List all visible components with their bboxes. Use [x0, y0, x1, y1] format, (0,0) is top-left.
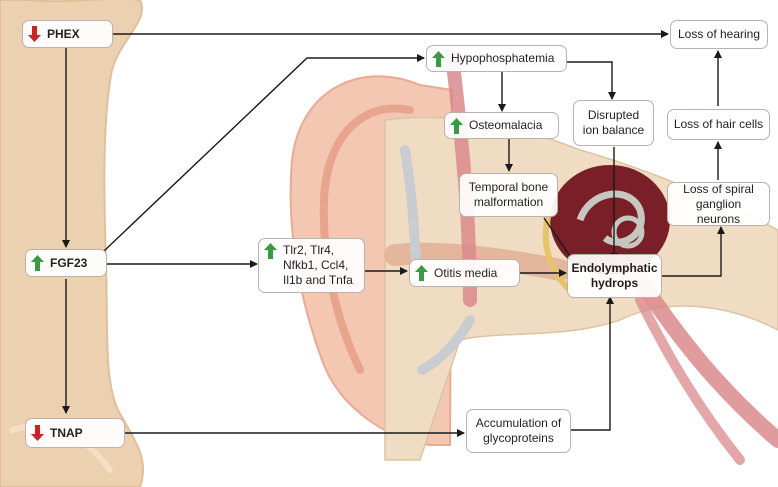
- node-label: Hypophosphatemia: [451, 51, 555, 65]
- node-label: PHEX: [47, 26, 80, 41]
- cartilage-strip-lower: [417, 315, 475, 375]
- node-label: Endolymphatic hydrops: [571, 261, 658, 290]
- node-accumulation-of-glycoproteins: Accumulation of glycoproteins: [466, 409, 571, 453]
- up-arrow-icon: [432, 50, 445, 67]
- node-label: Loss of hearing: [677, 27, 761, 41]
- node-cytokines: Tlr2, Tlr4, Nfkb1, Ccl4, Il1b and Tnfa: [258, 238, 365, 293]
- node-temporal-bone-malformation: Temporal bone malformation: [459, 173, 558, 217]
- down-arrow-icon: [31, 425, 44, 441]
- node-label: Otitis media: [434, 265, 498, 280]
- node-label: Accumulation of glycoproteins: [475, 416, 562, 445]
- bone-illustration: [0, 0, 145, 487]
- up-arrow-icon: [31, 255, 44, 271]
- node-phex: PHEX: [22, 20, 113, 48]
- inner-ear-cavity: [550, 165, 670, 275]
- node-endolymphatic-hydrops: Endolymphatic hydrops: [567, 254, 662, 298]
- up-arrow-icon: [415, 265, 428, 281]
- node-loss-of-hearing: Loss of hearing: [670, 20, 768, 49]
- auricle-fold: [319, 104, 414, 374]
- node-label: Loss of hair cells: [673, 117, 764, 131]
- node-otitis-media: Otitis media: [409, 259, 520, 287]
- up-arrow-icon: [264, 243, 277, 259]
- node-label: Loss of spiral ganglion neurons: [683, 181, 754, 226]
- node-label: Temporal bone malformation: [468, 180, 549, 209]
- node-label: Osteomalacia: [469, 118, 543, 132]
- cartilage-strip-upper: [400, 145, 421, 265]
- arrow-hypo-to-ion: [567, 61, 616, 100]
- node-loss-of-hair-cells: Loss of hair cells: [667, 109, 770, 140]
- node-label: TNAP: [50, 425, 83, 440]
- node-hypophosphatemia: Hypophosphatemia: [426, 45, 567, 72]
- down-arrow-icon: [28, 26, 41, 42]
- vessel-bundle: [635, 295, 745, 465]
- arrow-glyco-to-hydrops: [571, 296, 614, 431]
- node-loss-of-spiral-ganglion-neurons: Loss of spiral ganglion neurons: [667, 182, 770, 226]
- node-label: FGF23: [50, 255, 88, 270]
- arrow-fgf23-to-hypophosphatemia: [103, 54, 425, 252]
- node-tnap: TNAP: [25, 418, 125, 448]
- up-arrow-icon: [450, 117, 463, 134]
- nerve-bundle: [632, 272, 778, 448]
- node-fgf23: FGF23: [25, 249, 107, 277]
- node-osteomalacia: Osteomalacia: [444, 112, 559, 139]
- ossicle-illustration: [542, 209, 573, 293]
- node-label: Tlr2, Tlr4, Nfkb1, Ccl4, Il1b and Tnfa: [283, 243, 353, 287]
- arrow-hydrops-to-spiral: [662, 226, 725, 277]
- node-label: Disrupted ion balance: [582, 108, 645, 137]
- node-disrupted-ion-balance: Disrupted ion balance: [573, 100, 654, 146]
